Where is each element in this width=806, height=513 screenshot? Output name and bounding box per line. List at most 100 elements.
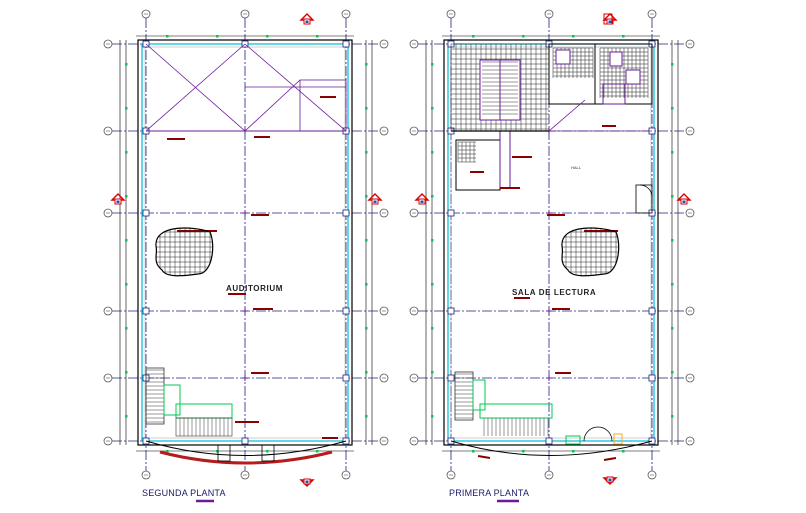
column-cross bbox=[242, 308, 248, 314]
dimension-dot bbox=[125, 415, 128, 418]
stairs-right bbox=[454, 371, 553, 436]
axis-bubble-icon bbox=[544, 9, 554, 19]
dimension-dot bbox=[572, 450, 575, 453]
curved-balcony bbox=[159, 450, 333, 465]
floor-plan-segunda-planta bbox=[103, 9, 389, 487]
stairs-left bbox=[145, 367, 233, 437]
dimension-dot bbox=[166, 450, 169, 453]
room-label-auditorium: AUDITORIUM bbox=[226, 284, 283, 293]
dimension-dot bbox=[472, 450, 475, 453]
dimension-dot bbox=[125, 107, 128, 110]
dimension-dot bbox=[671, 63, 674, 66]
bracing-diagonal bbox=[244, 43, 347, 132]
structural-column bbox=[142, 209, 150, 217]
section-marker-core bbox=[608, 478, 612, 481]
section-marker-core bbox=[305, 480, 309, 483]
dimension-dot bbox=[431, 63, 434, 66]
structural-column bbox=[447, 374, 455, 382]
axis-bubble-icon bbox=[685, 306, 695, 316]
axis-bubble-icon bbox=[409, 436, 419, 446]
toilet-stall bbox=[555, 49, 571, 65]
dimension-dot bbox=[365, 107, 368, 110]
dimension-dot bbox=[671, 195, 674, 198]
structural-column bbox=[342, 40, 350, 48]
section-cut-marker-icon bbox=[367, 193, 383, 205]
axis-bubble-icon bbox=[409, 39, 419, 49]
dimension-dot bbox=[671, 371, 674, 374]
axis-bubble-icon bbox=[685, 436, 695, 446]
axis-bubble-icon bbox=[647, 470, 657, 480]
section-marker-core bbox=[373, 200, 377, 203]
dimension-dot bbox=[671, 327, 674, 330]
dimension-dot bbox=[316, 450, 319, 453]
annotation-tag bbox=[603, 457, 617, 461]
section-marker-core bbox=[420, 200, 424, 203]
curved-facade bbox=[145, 440, 347, 456]
column-cross bbox=[242, 210, 248, 216]
toilet-stall bbox=[625, 69, 641, 85]
section-marker-core bbox=[608, 20, 612, 23]
structural-column bbox=[648, 374, 656, 382]
axis-bubble-icon bbox=[341, 9, 351, 19]
dimension-dot bbox=[431, 283, 434, 286]
axis-bubble-icon bbox=[379, 39, 389, 49]
structural-column bbox=[342, 374, 350, 382]
entrance-column bbox=[613, 433, 623, 445]
axis-bubble-icon bbox=[103, 126, 113, 136]
void-box bbox=[299, 79, 347, 132]
dimension-dot bbox=[431, 371, 434, 374]
section-cut-marker-icon bbox=[414, 193, 430, 205]
dimension-dot bbox=[266, 35, 269, 38]
section-marker-core bbox=[682, 200, 686, 203]
entrance-step bbox=[565, 435, 581, 445]
axis-bubble-icon bbox=[103, 306, 113, 316]
axis-bubble-icon bbox=[446, 470, 456, 480]
axis-bubble-icon bbox=[685, 126, 695, 136]
dimension-dot bbox=[431, 107, 434, 110]
dimension-dot bbox=[522, 35, 525, 38]
bracing-diagonal bbox=[244, 79, 301, 132]
axis-bubble-icon bbox=[379, 373, 389, 383]
dimension-dot bbox=[125, 371, 128, 374]
axis-bubble-icon bbox=[103, 436, 113, 446]
axis-bubble-icon bbox=[379, 436, 389, 446]
axis-bubble-icon bbox=[446, 9, 456, 19]
stair-landing bbox=[163, 384, 181, 416]
dimension-dot bbox=[522, 450, 525, 453]
dimension-dot bbox=[266, 450, 269, 453]
structural-column bbox=[342, 209, 350, 217]
axis-bubble-icon bbox=[685, 373, 695, 383]
axis-bubble-icon bbox=[685, 208, 695, 218]
curved-facade bbox=[450, 440, 653, 456]
axis-bubble-icon bbox=[141, 9, 151, 19]
dimension-dot bbox=[365, 327, 368, 330]
dimension-dot bbox=[365, 239, 368, 242]
hall-diagonal bbox=[548, 99, 586, 132]
dimension-dot bbox=[431, 327, 434, 330]
column-cross bbox=[546, 308, 552, 314]
section-cut-marker-icon bbox=[299, 478, 315, 487]
dimension-dot bbox=[216, 35, 219, 38]
axis-bubble-icon bbox=[409, 306, 419, 316]
dimension-dot bbox=[431, 415, 434, 418]
structural-column bbox=[447, 209, 455, 217]
axis-bubble-icon bbox=[341, 470, 351, 480]
bracing-diagonal bbox=[145, 43, 246, 132]
section-cut-marker-icon bbox=[676, 193, 692, 205]
hatched-room-small bbox=[457, 141, 476, 163]
dimension-dot bbox=[365, 195, 368, 198]
dimension-dot bbox=[125, 63, 128, 66]
plan-title-primera: PRIMERA PLANTA bbox=[449, 488, 529, 498]
column-cross bbox=[242, 375, 248, 381]
sink-counter bbox=[602, 83, 626, 105]
dimension-dot bbox=[431, 195, 434, 198]
axis-bubble-icon bbox=[240, 470, 250, 480]
restrooms-block bbox=[548, 43, 653, 105]
dimension-dot bbox=[166, 35, 169, 38]
plan-title-segunda: SEGUNDA PLANTA bbox=[142, 488, 226, 498]
axis-bubble-icon bbox=[409, 373, 419, 383]
room-label-sala: SALA DE LECTURA bbox=[512, 288, 596, 297]
dimension-dot bbox=[365, 63, 368, 66]
dimension-dot bbox=[671, 415, 674, 418]
